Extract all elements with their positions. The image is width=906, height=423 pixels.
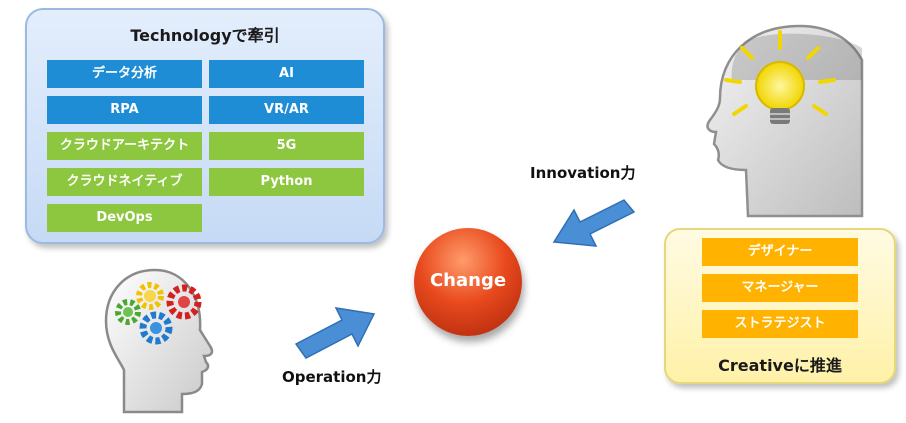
gear-icon — [166, 284, 202, 320]
creative-panel: デザイナー マネージャー ストラテジスト Creativeに推進 — [664, 228, 896, 384]
gear-icon — [136, 282, 164, 310]
technology-panel-title: Technologyで牽引 — [130, 26, 280, 45]
operation-label: Operation力 — [282, 368, 382, 386]
tile-python: Python — [209, 168, 364, 196]
creative-panel-title: Creativeに推進 — [718, 356, 842, 375]
arrow-left-down-icon — [552, 199, 636, 247]
tile-designer: デザイナー — [702, 238, 858, 266]
tile-strategist: ストラテジスト — [702, 310, 858, 338]
head-lightbulb-icon — [706, 24, 864, 218]
arrow-right-up-icon — [294, 307, 376, 359]
tile-vr-ar: VR/AR — [209, 96, 364, 124]
tile-cloud-native: クラウドネイティブ — [47, 168, 202, 196]
tile-manager: マネージャー — [702, 274, 858, 302]
gear-icon — [139, 311, 173, 345]
change-label: Change — [429, 270, 507, 291]
innovation-label: Innovation力 — [530, 164, 636, 182]
technology-panel: Technologyで牽引 データ分析 AI RPA VR/AR クラウドアーキ… — [25, 8, 385, 244]
gear-icon — [115, 299, 141, 325]
head-gears-icon — [104, 268, 214, 414]
lightbulb-icon — [724, 30, 836, 124]
tile-rpa: RPA — [47, 96, 202, 124]
tile-cloud-architect: クラウドアーキテクト — [47, 132, 202, 160]
tile-5g: 5G — [209, 132, 364, 160]
change-sphere: Change — [414, 228, 522, 336]
tile-devops: DevOps — [47, 204, 202, 232]
tile-data-analysis: データ分析 — [47, 60, 202, 88]
tile-ai: AI — [209, 60, 364, 88]
